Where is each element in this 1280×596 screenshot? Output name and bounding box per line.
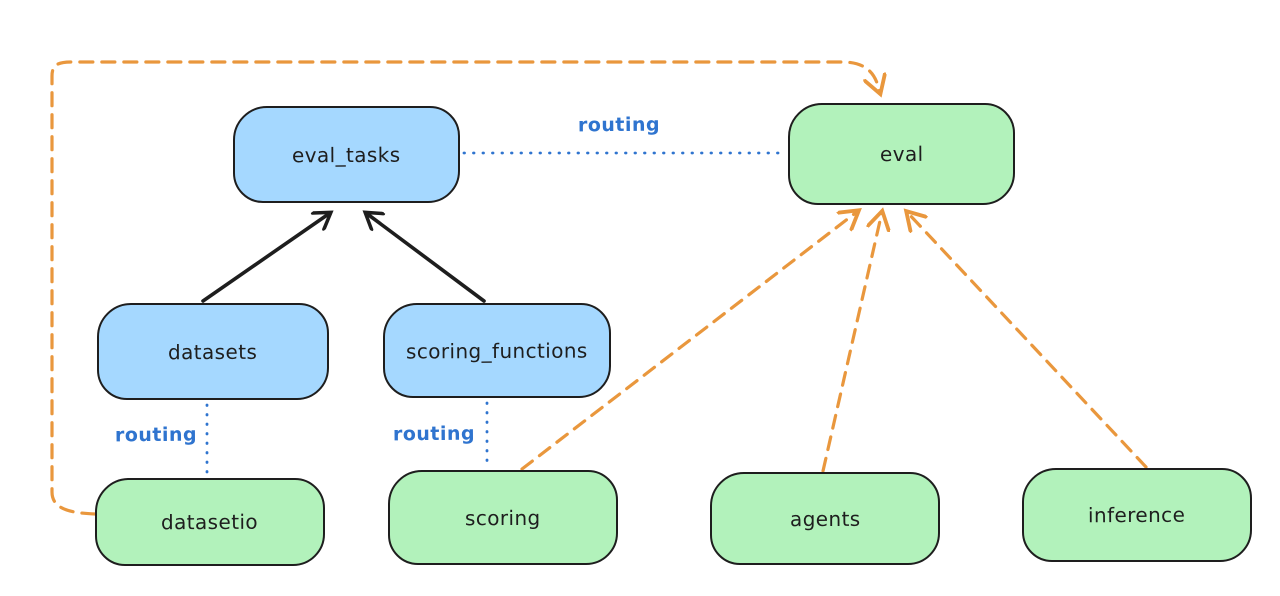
edge-datasetio-to-eval-loop [50,60,880,516]
node-datasets: datasets [97,303,329,400]
node-datasets-label: datasets [168,339,258,364]
edge-datasets-to-eval-tasks [201,213,330,303]
node-eval: eval [788,103,1015,205]
node-inference-label: inference [1088,502,1186,528]
node-scoring-label: scoring [465,505,541,530]
node-eval-label: eval [879,141,924,167]
node-agents-label: agents [789,506,861,531]
node-datasetio-label: datasetio [161,509,259,535]
node-agents: agents [710,472,940,565]
node-scoring-functions: scoring_functions [383,303,611,398]
edge-scoring-functions-to-eval-tasks [366,213,486,303]
node-eval-tasks: eval_tasks [233,106,460,203]
node-datasetio: datasetio [95,478,325,566]
node-inference: inference [1022,468,1252,562]
node-scoring: scoring [388,470,618,565]
node-eval-tasks-label: eval_tasks [292,142,401,167]
edge-agents-to-eval [821,212,882,473]
routing-label-datasets-datasetio: routing [114,423,198,447]
edge-inference-to-eval [907,212,1148,469]
routing-label-eval-tasks-eval: routing [577,113,661,137]
node-scoring-functions-label: scoring_functions [406,338,588,363]
routing-label-scoring-functions-scoring: routing [392,422,476,446]
